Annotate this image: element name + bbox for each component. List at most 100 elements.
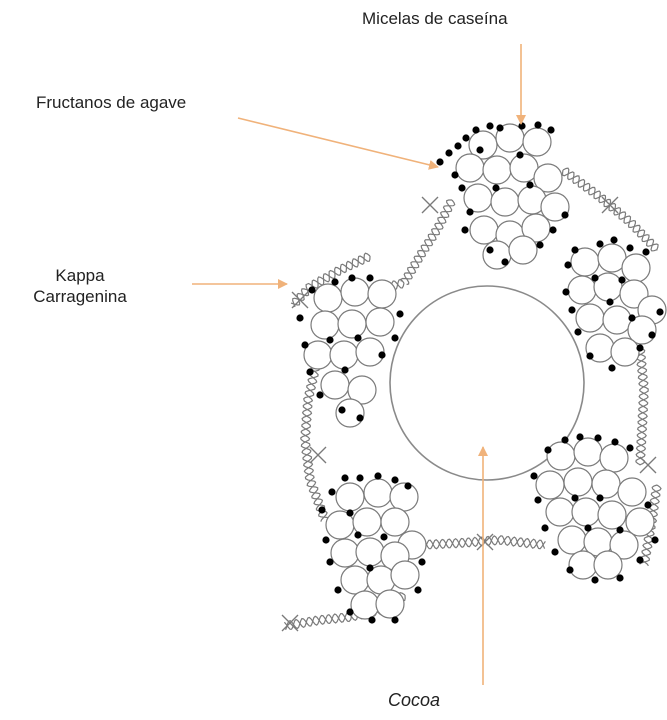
- fructan-dot: [568, 306, 575, 313]
- casein-micelle: [356, 538, 384, 566]
- fructan-dot: [348, 274, 355, 281]
- micelle-circle: [483, 156, 511, 184]
- fructan-dot: [594, 434, 601, 441]
- casein-micelle: [456, 154, 484, 182]
- fructan-dot: [561, 211, 568, 218]
- label-cocoa: Cocoa: [388, 690, 440, 711]
- fructan-dot: [328, 488, 335, 495]
- micelle-circle: [547, 442, 575, 470]
- fructan-dot: [404, 482, 411, 489]
- casein-micelle: [509, 236, 537, 264]
- micelle-circle: [330, 341, 358, 369]
- casein-micelle: [336, 483, 364, 511]
- micelle-circle: [381, 508, 409, 536]
- casein-micelle: [381, 508, 409, 536]
- micelle-circle: [366, 308, 394, 336]
- casein-micelle: [364, 479, 392, 507]
- fructan-dot: [626, 244, 633, 251]
- fructan-dot: [576, 433, 583, 440]
- micelle-circle: [356, 538, 384, 566]
- fructan-dot: [534, 121, 541, 128]
- fructan-dot: [608, 364, 615, 371]
- fructan-dot: [462, 134, 469, 141]
- fructan-dot: [308, 286, 315, 293]
- casein-micelle: [366, 308, 394, 336]
- casein-micelle: [536, 471, 564, 499]
- fructan-dot: [318, 506, 325, 513]
- fructan-dot: [534, 496, 541, 503]
- micelle-circle: [376, 590, 404, 618]
- casein-micelle: [558, 526, 586, 554]
- fructan-dot: [636, 344, 643, 351]
- micelle-circle: [314, 284, 342, 312]
- label-micelas-caseina: Micelas de caseína: [362, 8, 508, 29]
- casein-micelle: [311, 311, 339, 339]
- fructan-dot: [574, 328, 581, 335]
- casein-micelle: [523, 128, 551, 156]
- casein-micelle: [568, 276, 596, 304]
- micelle-circle: [600, 444, 628, 472]
- micelle-circle: [536, 471, 564, 499]
- fructan-dot: [301, 341, 308, 348]
- chain-crosslink: [640, 457, 656, 473]
- casein-micelle: [576, 304, 604, 332]
- micelle-circle: [336, 483, 364, 511]
- fructan-dot: [472, 126, 479, 133]
- fructan-dot: [584, 524, 591, 531]
- fructan-dot: [544, 446, 551, 453]
- fructan-dot: [616, 574, 623, 581]
- micelle-circle: [569, 551, 597, 579]
- micelle-circle: [622, 254, 650, 282]
- casein-micelle: [592, 470, 620, 498]
- casein-micelle: [341, 566, 369, 594]
- fructan-dot: [331, 278, 338, 285]
- fructan-dot: [366, 564, 373, 571]
- fructan-dot: [418, 558, 425, 565]
- micelle-circle: [572, 498, 600, 526]
- fructan-dot: [378, 351, 385, 358]
- fructan-dot: [562, 288, 569, 295]
- micelle-circle: [338, 310, 366, 338]
- fructan-dot: [346, 608, 353, 615]
- fructan-dot: [296, 314, 303, 321]
- fructan-dot: [486, 246, 493, 253]
- micelle-circle: [568, 276, 596, 304]
- micelle-circle: [456, 154, 484, 182]
- fructan-dot: [596, 494, 603, 501]
- fructan-dot: [492, 184, 499, 191]
- fructan-dot: [610, 236, 617, 243]
- fructan-dot: [316, 391, 323, 398]
- casein-micelle: [338, 310, 366, 338]
- fructan-dot: [571, 494, 578, 501]
- fructan-dot: [626, 444, 633, 451]
- casein-micelle: [574, 438, 602, 466]
- fructan-dot: [549, 226, 556, 233]
- chain-strand: [563, 168, 658, 250]
- fructan-dot: [322, 536, 329, 543]
- label-fructanos-agave: Fructanos de agave: [36, 92, 186, 113]
- fructan-dot: [651, 536, 658, 543]
- fructan-dot: [391, 616, 398, 623]
- fructan-dot: [518, 122, 525, 129]
- fructan-dot: [466, 208, 473, 215]
- chain-crosslink: [310, 447, 326, 463]
- fructan-dot: [547, 126, 554, 133]
- casein-micelle: [564, 468, 592, 496]
- casein-micelle: [368, 280, 396, 308]
- fructan-dot: [326, 558, 333, 565]
- fructan-dot: [445, 149, 452, 156]
- fructan-dot: [458, 184, 465, 191]
- fructan-dot: [628, 314, 635, 321]
- micelle-circle: [576, 304, 604, 332]
- fructan-dot: [338, 406, 345, 413]
- fructan-dot: [644, 501, 651, 508]
- fructan-dot: [436, 158, 443, 165]
- casein-micelle: [603, 306, 631, 334]
- fructan-dot: [346, 509, 353, 516]
- fructan-dot: [374, 472, 381, 479]
- fructan-dot: [356, 474, 363, 481]
- casein-micelle: [390, 483, 418, 511]
- micelle-circle: [356, 338, 384, 366]
- casein-micelle: [391, 561, 419, 589]
